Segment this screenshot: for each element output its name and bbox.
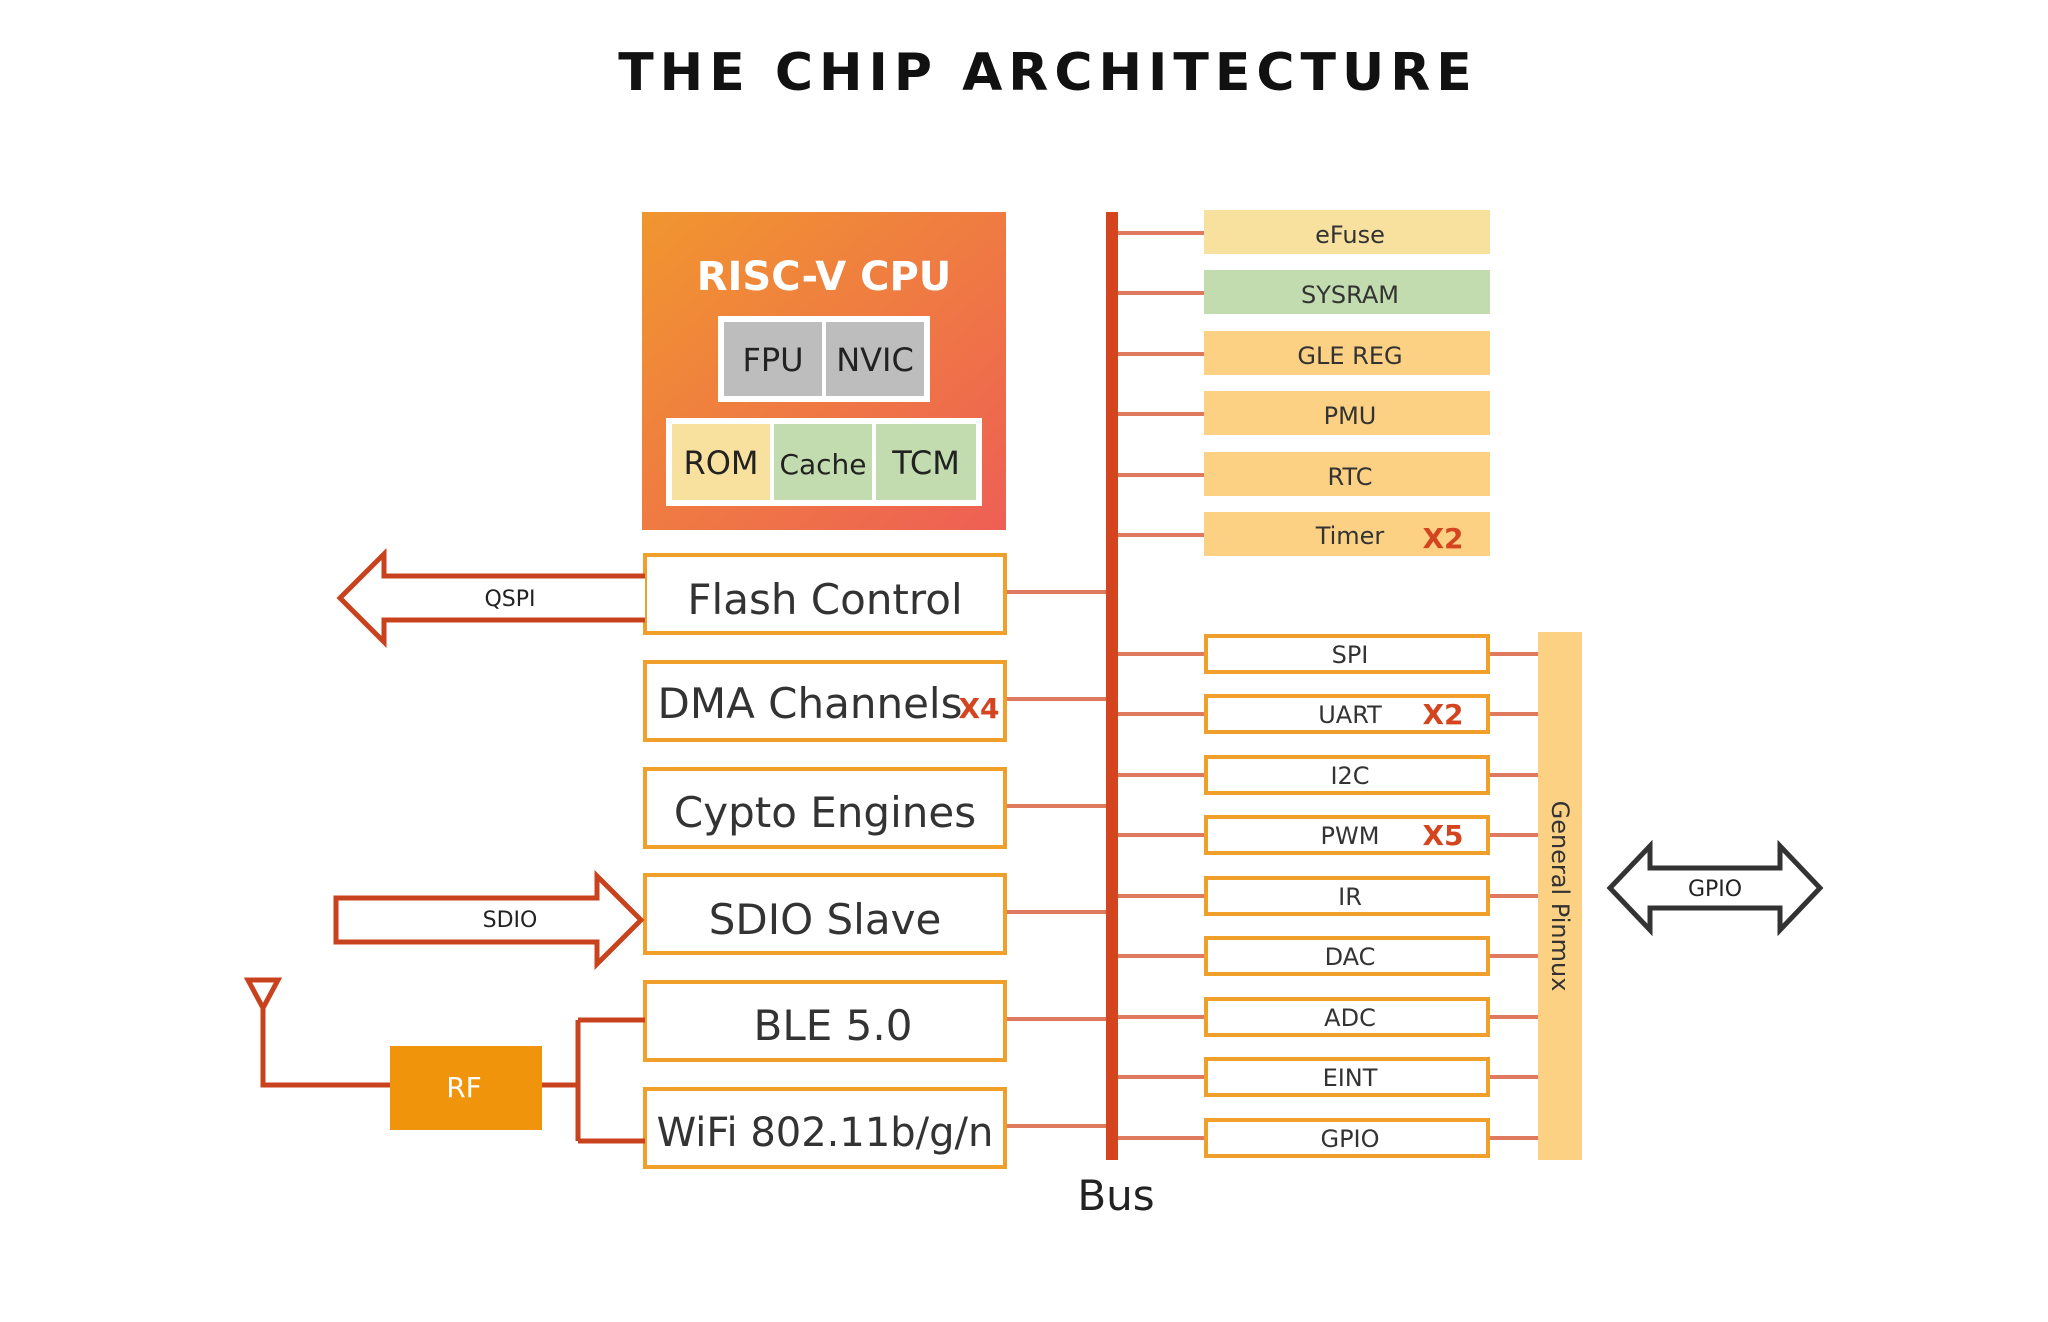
adc-label: ADC: [1324, 1004, 1376, 1032]
gpio-arrow-label: GPIO: [1688, 877, 1742, 902]
pwm-multiplier: X5: [1422, 819, 1463, 852]
wifi-block: WiFi 802.11b/g/n: [643, 1087, 1007, 1169]
general-pinmux: General Pinmux: [1538, 632, 1582, 1160]
system-connectors: [1112, 231, 1204, 537]
rf-section: RF: [243, 977, 645, 1144]
fpu-unit: [724, 322, 822, 396]
timer-block: [1204, 512, 1490, 556]
ir-block: [1204, 876, 1490, 916]
page-title: THE CHIP ARCHITECTURE: [618, 43, 1478, 103]
efuse-label: eFuse: [1315, 221, 1385, 249]
sysram-block: [1204, 270, 1490, 314]
wifi-label: WiFi 802.11b/g/n: [657, 1110, 994, 1156]
rom-unit: [672, 424, 770, 500]
dma-channels-block: DMA Channels X4: [643, 660, 1007, 742]
pinmux-label: General Pinmux: [1546, 801, 1574, 992]
gpio-label: GPIO: [1320, 1125, 1379, 1153]
uart-label: UART: [1318, 701, 1382, 729]
cpu-label: RISC-V CPU: [697, 254, 952, 300]
cpu-block: RISC-V CPU FPU NVIC ROM Cache TCM: [642, 212, 1006, 530]
gle-reg-label: GLE REG: [1297, 342, 1402, 370]
i2c-label: I2C: [1330, 762, 1369, 790]
pwm-label: PWM: [1321, 822, 1380, 850]
gpio-block: [1204, 1118, 1490, 1158]
nvic-label: NVIC: [836, 341, 914, 379]
rf-wiring: [540, 1017, 645, 1144]
uart-block: [1204, 694, 1490, 734]
cache-label: Cache: [779, 448, 866, 481]
bus: [1106, 212, 1118, 1160]
timer-label: Timer: [1315, 522, 1385, 550]
tcm-label: TCM: [891, 444, 960, 482]
pwm-block: [1204, 815, 1490, 855]
dac-block: [1204, 936, 1490, 976]
bus-label: Bus: [1077, 1171, 1154, 1220]
sdio-arrow: SDIO: [333, 869, 645, 971]
left-blocks: Flash Control DMA Channels X4 Cypto Engi…: [643, 553, 1007, 1169]
left-connectors: [1004, 590, 1112, 1128]
rf-block: [390, 1046, 542, 1130]
pmu-block: [1204, 391, 1490, 435]
gpio-arrow: GPIO: [1606, 839, 1824, 937]
dma-multiplier: X4: [958, 692, 999, 725]
dma-channels-label: DMA Channels: [658, 679, 963, 728]
rom-label: ROM: [683, 444, 758, 482]
gle-reg-block: [1204, 331, 1490, 375]
eint-block: [1204, 1057, 1490, 1097]
system-blocks: eFuse SYSRAM GLE REG PMU RTC Timer X2: [1204, 210, 1490, 556]
rtc-label: RTC: [1328, 463, 1373, 491]
timer-multiplier: X2: [1422, 522, 1463, 555]
uart-multiplier: X2: [1422, 698, 1463, 731]
rf-label: RF: [446, 1071, 482, 1104]
peripheral-blocks: SPI UART X2 I2C PWM X5 IR DAC ADC EINT G…: [1204, 634, 1490, 1158]
sdio-slave-block: SDIO Slave: [643, 873, 1007, 955]
ble-label: BLE 5.0: [754, 1001, 913, 1050]
sysram-label: SYSRAM: [1301, 281, 1399, 309]
sdio-label: SDIO: [483, 908, 538, 933]
efuse-block: [1204, 210, 1490, 254]
pmu-label: PMU: [1324, 402, 1377, 430]
rtc-block: [1204, 452, 1490, 496]
eint-label: EINT: [1323, 1064, 1378, 1092]
qspi-label: QSPI: [484, 587, 535, 612]
flash-control-block: Flash Control: [643, 553, 1007, 635]
nvic-unit: [826, 322, 924, 396]
left-arrow-icon: [336, 547, 645, 649]
crypto-engines-block: Cypto Engines: [643, 767, 1007, 849]
sdio-slave-label: SDIO Slave: [709, 895, 942, 944]
antenna-icon: [243, 977, 390, 1088]
peripheral-connectors: [1112, 652, 1538, 1140]
double-arrow-icon: [1606, 839, 1824, 937]
fpu-label: FPU: [742, 341, 803, 379]
spi-block: [1204, 634, 1490, 674]
i2c-block: [1204, 755, 1490, 795]
right-arrow-icon: [333, 869, 645, 971]
tcm-unit: [876, 424, 976, 500]
flash-control-label: Flash Control: [687, 575, 962, 624]
cache-unit: [774, 424, 872, 500]
ir-label: IR: [1338, 883, 1362, 911]
crypto-engines-label: Cypto Engines: [674, 788, 976, 837]
spi-label: SPI: [1332, 641, 1369, 669]
dac-label: DAC: [1325, 943, 1376, 971]
qspi-arrow: QSPI: [336, 547, 645, 649]
adc-block: [1204, 997, 1490, 1037]
ble-block: BLE 5.0: [643, 980, 1007, 1062]
